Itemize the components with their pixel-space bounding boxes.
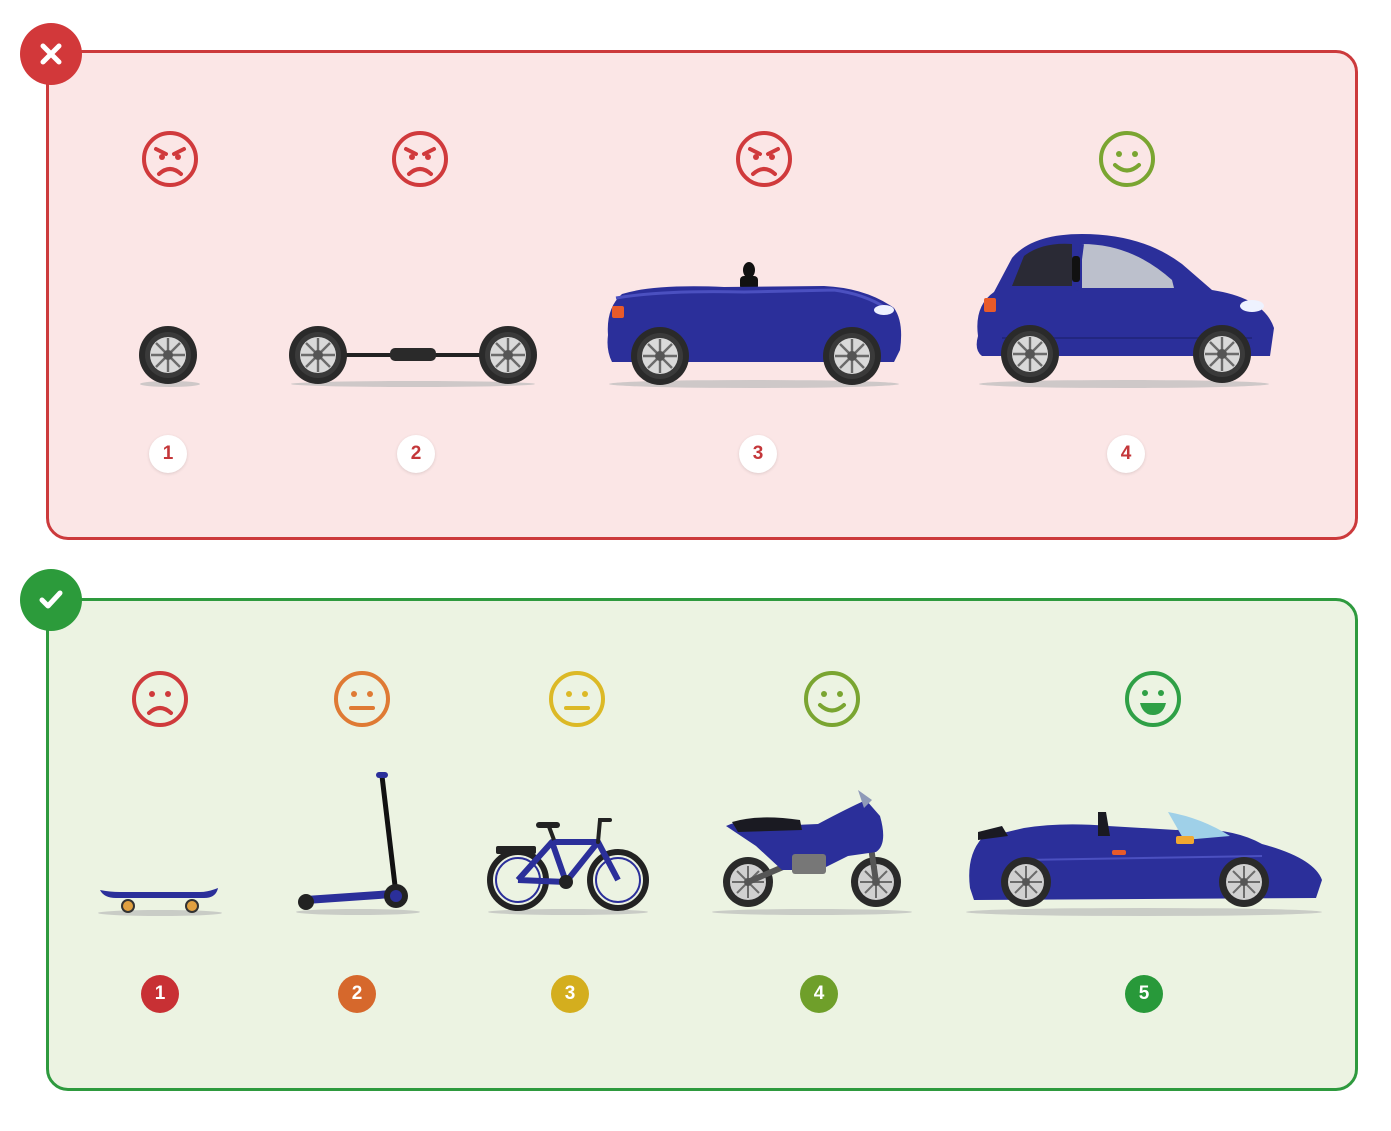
step-badge: 4 [800, 975, 838, 1013]
step-badge: 2 [397, 435, 435, 473]
step-badge: 4 [1107, 435, 1145, 473]
sad-face-icon [132, 671, 188, 727]
bicycle-icon [487, 818, 649, 915]
axle-icon [287, 324, 539, 387]
checkmark-icon [20, 569, 82, 631]
neutral-face-icon [334, 671, 390, 727]
neutral-face-icon [549, 671, 605, 727]
angry-face-icon [392, 131, 448, 187]
hatchback-car-icon [976, 234, 1274, 388]
happy-face-icon [804, 671, 860, 727]
step-badge: 1 [141, 975, 179, 1013]
happy-face-icon [1099, 131, 1155, 187]
step-badge: 2 [338, 975, 376, 1013]
wheel-icon [137, 324, 200, 387]
scooter-icon [296, 772, 420, 915]
convertible-car-icon [607, 262, 902, 388]
sports-car-icon [966, 812, 1322, 916]
skateboard-icon [98, 888, 222, 916]
step-badge: 5 [1125, 975, 1163, 1013]
step-badge: 1 [149, 435, 187, 473]
step-badge: 3 [739, 435, 777, 473]
step-badge: 3 [551, 975, 589, 1013]
motorcycle-icon [712, 790, 912, 915]
angry-face-icon [736, 131, 792, 187]
cross-icon [20, 23, 82, 85]
angry-face-icon [142, 131, 198, 187]
grinning-face-icon [1125, 671, 1181, 727]
